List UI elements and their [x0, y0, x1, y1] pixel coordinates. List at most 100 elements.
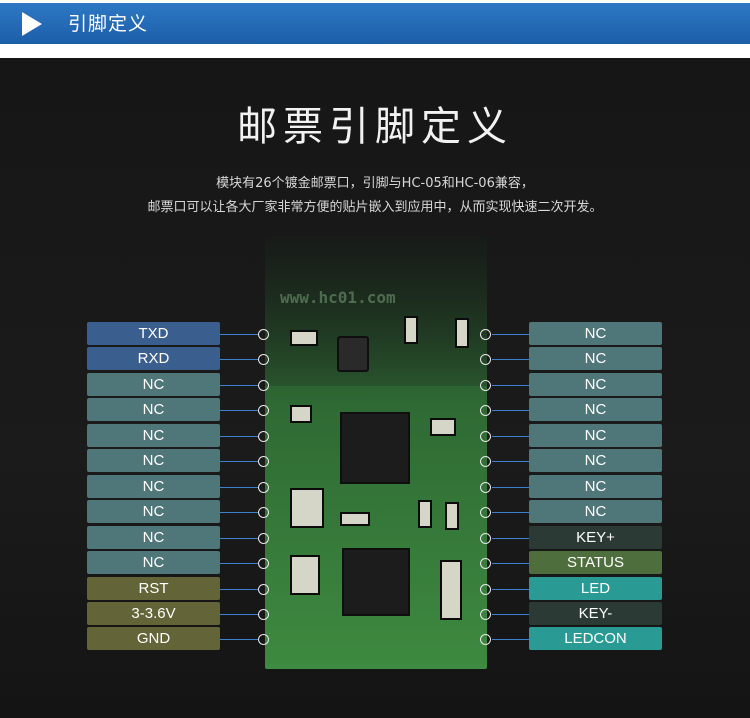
pin-label-right: LED — [529, 577, 662, 600]
pin-connector-line — [220, 385, 258, 386]
pin-label-left: NC — [87, 526, 220, 549]
pin-connector-line — [220, 563, 258, 564]
component-pad — [340, 512, 370, 526]
pin-label-right: NC — [529, 322, 662, 345]
pin-label-left: 3-3.6V — [87, 602, 220, 625]
section-header: 引脚定义 — [0, 3, 750, 44]
board-fade-overlay — [265, 236, 487, 386]
pin-connector-line — [492, 538, 529, 539]
component-pad — [418, 500, 432, 528]
pin-pad-circle — [258, 329, 269, 340]
pin-label-right: NC — [529, 424, 662, 447]
pin-pad-circle — [480, 609, 491, 620]
pin-pad-circle — [258, 482, 269, 493]
pin-connector-line — [492, 614, 529, 615]
component-pad — [290, 330, 318, 346]
pin-pad-circle — [258, 507, 269, 518]
page-title: 邮票引脚定义 — [237, 104, 513, 150]
pin-label-left: NC — [87, 373, 220, 396]
pin-label-left: NC — [87, 449, 220, 472]
pin-label-right: NC — [529, 475, 662, 498]
pin-pad-circle — [258, 405, 269, 416]
pin-label-right: NC — [529, 500, 662, 523]
pin-connector-line — [492, 563, 529, 564]
pin-pad-circle — [480, 329, 491, 340]
pin-pad-circle — [480, 380, 491, 391]
pin-pad-circle — [480, 634, 491, 645]
pin-label-left: TXD — [87, 322, 220, 345]
pin-label-left: RXD — [87, 347, 220, 370]
pin-pad-circle — [480, 405, 491, 416]
pin-label-right: KEY- — [529, 602, 662, 625]
pin-connector-line — [492, 512, 529, 513]
pin-connector-line — [220, 359, 258, 360]
pin-pad-circle — [480, 354, 491, 365]
pin-label-left: NC — [87, 424, 220, 447]
component-pad — [445, 502, 459, 530]
component-pad — [290, 555, 320, 595]
pin-connector-line — [220, 512, 258, 513]
pin-pad-circle — [258, 431, 269, 442]
pin-connector-line — [492, 385, 529, 386]
component-pad — [290, 488, 324, 528]
pin-label-right: KEY+ — [529, 526, 662, 549]
pin-label-left: RST — [87, 577, 220, 600]
secondary-chip — [342, 548, 410, 616]
pin-connector-line — [220, 538, 258, 539]
pin-label-left: NC — [87, 398, 220, 421]
pin-connector-line — [492, 436, 529, 437]
pin-connector-line — [220, 334, 258, 335]
play-arrow-icon — [22, 12, 42, 36]
pin-label-right: NC — [529, 347, 662, 370]
component-pad — [440, 560, 462, 620]
pin-connector-line — [492, 487, 529, 488]
description-line-1: 模块有26个镀金邮票口，引脚与HC-05和HC-06兼容， — [216, 176, 534, 191]
pin-pad-circle — [480, 533, 491, 544]
pin-connector-line — [220, 487, 258, 488]
pin-connector-line — [492, 359, 529, 360]
pin-pad-circle — [258, 609, 269, 620]
pin-pad-circle — [480, 558, 491, 569]
pin-pad-circle — [480, 456, 491, 467]
pin-pad-circle — [258, 558, 269, 569]
pin-connector-line — [492, 334, 529, 335]
pin-label-left: NC — [87, 475, 220, 498]
pin-label-right: NC — [529, 398, 662, 421]
section-title: 引脚定义 — [68, 13, 149, 35]
pin-label-right: NC — [529, 373, 662, 396]
pin-label-right: NC — [529, 449, 662, 472]
description-line-2: 邮票口可以让各大厂家非常方便的贴片嵌入到应用中，从而实现快速二次开发。 — [147, 200, 603, 215]
pin-label-right: LEDCON — [529, 627, 662, 650]
pin-connector-line — [220, 410, 258, 411]
pin-pad-circle — [258, 533, 269, 544]
pin-pad-circle — [258, 584, 269, 595]
crystal-component — [337, 336, 369, 372]
component-pad — [404, 316, 418, 344]
pin-pad-circle — [258, 380, 269, 391]
pin-connector-line — [492, 589, 529, 590]
component-pad — [455, 318, 469, 348]
pin-label-left: NC — [87, 551, 220, 574]
pin-connector-line — [492, 461, 529, 462]
pin-pad-circle — [258, 634, 269, 645]
main-chip — [340, 412, 410, 484]
pin-connector-line — [492, 410, 529, 411]
pin-pad-circle — [480, 584, 491, 595]
pin-connector-line — [492, 639, 529, 640]
component-pad — [290, 405, 312, 423]
pin-connector-line — [220, 639, 258, 640]
pin-pad-circle — [480, 431, 491, 442]
pin-connector-line — [220, 436, 258, 437]
board-silkscreen-url: www.hc01.com — [280, 288, 396, 307]
pin-label-left: GND — [87, 627, 220, 650]
pin-connector-line — [220, 461, 258, 462]
pin-label-right: STATUS — [529, 551, 662, 574]
pin-pad-circle — [258, 456, 269, 467]
component-pad — [430, 418, 456, 436]
pin-pad-circle — [480, 482, 491, 493]
pin-connector-line — [220, 589, 258, 590]
pin-label-left: NC — [87, 500, 220, 523]
pin-connector-line — [220, 614, 258, 615]
pin-pad-circle — [258, 354, 269, 365]
pin-pad-circle — [480, 507, 491, 518]
